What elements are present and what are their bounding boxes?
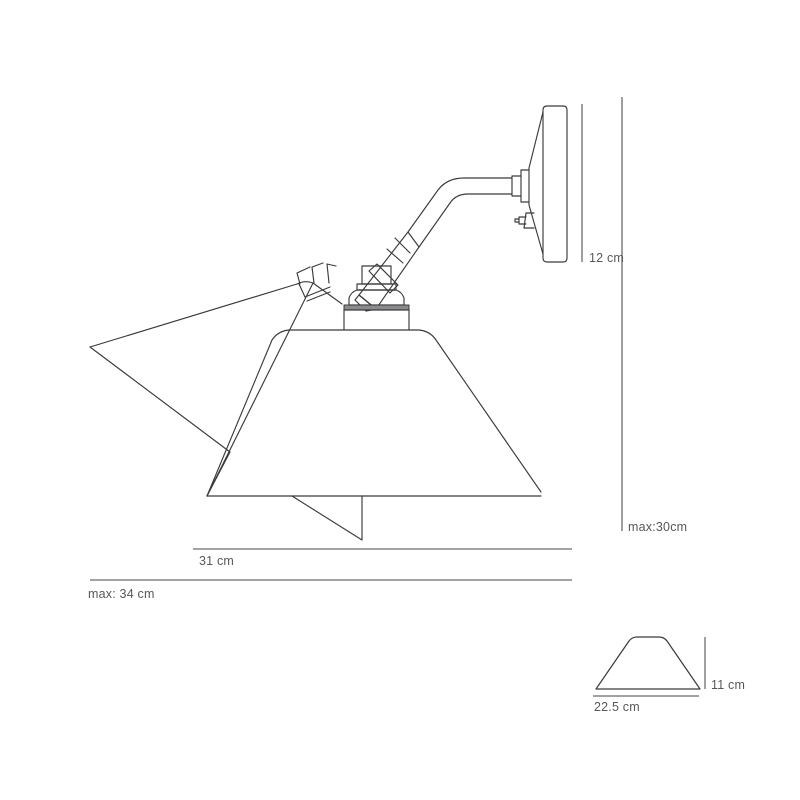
ghost-shade-socket-detail (296, 262, 337, 302)
arm-mount-collar (511, 169, 530, 203)
label-shade-front-width: 22.5 cm (594, 700, 640, 714)
label-shade-front-height: 11 cm (711, 678, 746, 692)
ghost-shade-outline (89, 281, 343, 497)
label-max-projection: max: 34 cm (88, 587, 155, 601)
shade-bottom-callout (291, 495, 363, 541)
wall-plate-switch (514, 212, 535, 229)
shade-top-cap (343, 304, 410, 331)
label-shade-width: 31 cm (199, 554, 235, 568)
lamp-shade (206, 329, 542, 497)
arm-diagonal-segment (358, 231, 420, 310)
shade-front-trapezoid (595, 636, 701, 690)
side-elevation-view (89, 105, 568, 541)
label-wall-plate-height: 12 cm (589, 251, 625, 265)
label-max-drop: max:30cm (628, 520, 688, 534)
wall-plate (528, 105, 568, 263)
shade-front-detail-view (595, 636, 701, 690)
lamp-arm (407, 177, 513, 248)
dimension-lines (90, 97, 706, 697)
